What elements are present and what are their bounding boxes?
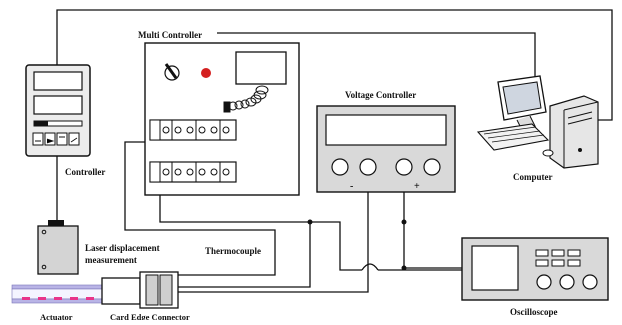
multi-controller-display (235, 51, 287, 85)
controller-display-top (33, 71, 83, 91)
oscilloscope-screen (471, 245, 519, 291)
wire-multicontroller-to-computer (217, 32, 536, 80)
voltage-knob-3 (395, 158, 413, 176)
wire-terminal-to-scope (159, 170, 362, 271)
laser-label-line2: measurement (85, 255, 137, 265)
oscilloscope (461, 237, 609, 301)
controller-label: Controller (65, 167, 105, 177)
oscilloscope-knob-2 (559, 274, 575, 290)
computer (476, 75, 599, 169)
wire-junctions (307, 183, 407, 271)
wiring (56, 9, 613, 293)
oscilloscope-knob-1 (536, 274, 552, 290)
junction-dot (307, 219, 313, 225)
wire-to-connector-lower (178, 222, 311, 288)
oscilloscope-knob-3 (582, 274, 598, 290)
wire-controller-to-computer (56, 9, 613, 121)
oscilloscope-label: Oscilloscope (510, 307, 558, 317)
multi-controller (144, 42, 300, 196)
plus-sign: + (414, 181, 420, 192)
laser-sensor (37, 220, 79, 275)
voltage-controller-label: Voltage Controller (345, 90, 416, 100)
wire-voltage-minus (178, 186, 369, 293)
red-led-icon (201, 68, 211, 78)
wire-crossover (361, 263, 379, 271)
controller-buttons (32, 132, 80, 146)
rotary-knob-icon (164, 63, 180, 81)
voltage-knob-2 (359, 158, 377, 176)
wire-thermocouple (124, 141, 276, 276)
connector-label: Card Edge Connector (110, 312, 190, 320)
coiled-cable-icon (223, 85, 269, 113)
thermocouple-label: Thermocouple (205, 246, 261, 256)
actuator-label: Actuator (40, 312, 73, 320)
voltage-knob-1 (331, 158, 349, 176)
controller-display-bottom (33, 95, 83, 115)
junction-dot (401, 219, 407, 225)
oscilloscope-buttons (535, 249, 581, 267)
voltage-display (325, 114, 447, 146)
junction-dot (401, 265, 407, 271)
controller-unit (25, 64, 91, 157)
computer-label: Computer (513, 172, 553, 182)
multi-controller-label: Multi Controller (138, 30, 202, 40)
minus-sign: - (350, 181, 353, 192)
terminal-block-lower (149, 161, 237, 183)
card-edge-connector (101, 271, 179, 309)
terminal-block-upper (149, 119, 237, 141)
voltage-controller (316, 105, 456, 193)
actuator (11, 284, 103, 304)
laser-label-line1: Laser displacement (85, 243, 160, 253)
voltage-knob-4 (423, 158, 441, 176)
